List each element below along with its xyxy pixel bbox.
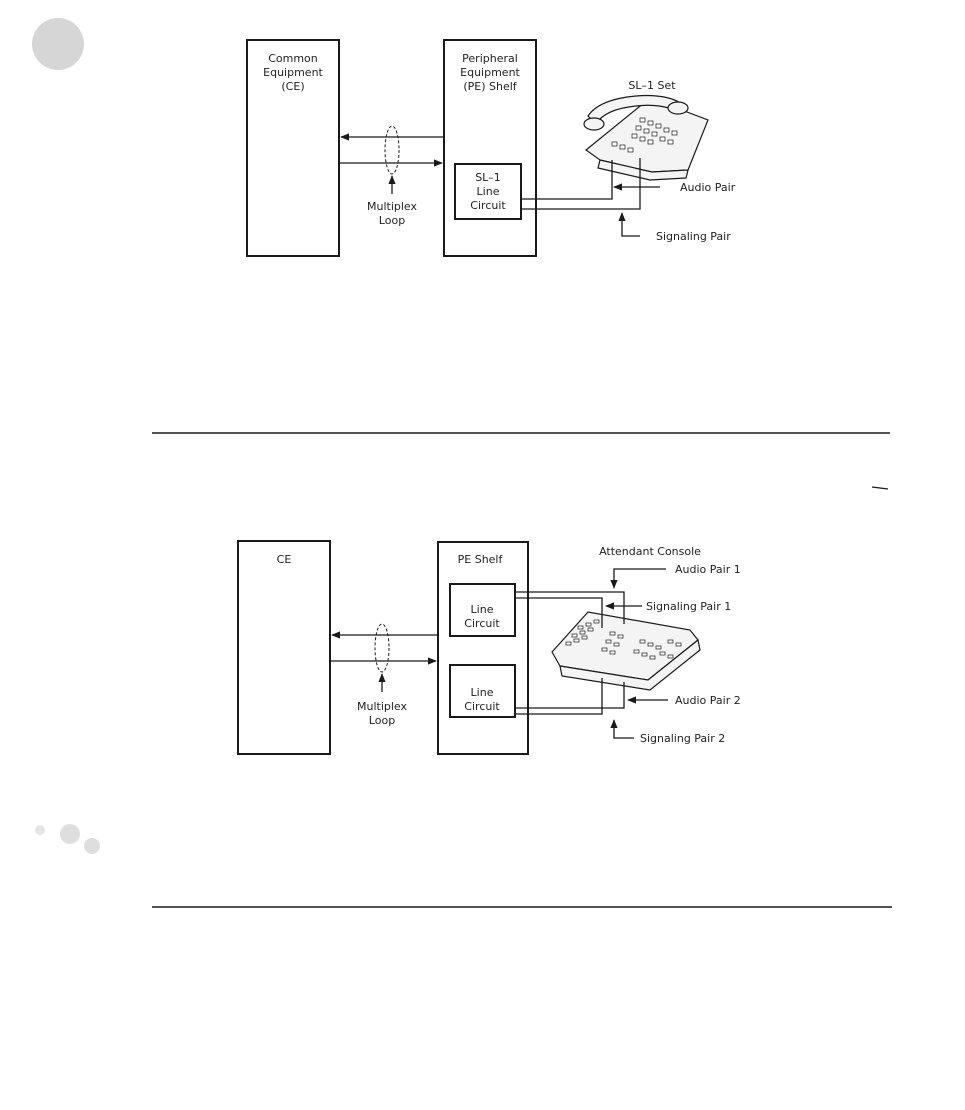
sl1-line-circuit-box <box>454 163 522 220</box>
edge-mark <box>871 486 889 490</box>
ce-box-label-line3: (CE) <box>281 80 304 93</box>
line-circuit-label-line1: SL–1 <box>475 171 501 184</box>
ce-box-label-line2: Equipment <box>263 66 323 79</box>
signaling-pair-1-label: Signaling Pair 1 <box>646 600 731 613</box>
signaling-pair-1-wire <box>515 597 603 628</box>
signaling-pair-arrow <box>618 212 640 237</box>
line-circuit-1-label-line1: Line <box>471 603 494 616</box>
multiplex-loop-ellipse <box>384 125 400 175</box>
ce-box-label: CE <box>277 553 292 566</box>
signaling-pair-2-label: Signaling Pair 2 <box>640 732 725 745</box>
figure-2: CE PE Shelf Line Circuit Line Circuit Mu… <box>237 540 741 755</box>
line-circuit-2-box <box>449 664 516 718</box>
line-circuit-2-label-line1: Line <box>471 686 494 699</box>
pe-shelf-box <box>443 39 537 257</box>
ce-box-label-line1: Common <box>268 52 318 65</box>
ce-box <box>246 39 340 257</box>
line-circuit-2-label-line2: Circuit <box>464 700 500 713</box>
line-circuit-label-line2: Line <box>477 185 500 198</box>
audio-pair-2-wire <box>515 682 625 709</box>
pe-box-label-line1: Peripheral <box>462 52 518 65</box>
multiplex-loop-ellipse <box>374 623 390 673</box>
signaling-pair-label: Signaling Pair <box>656 230 731 243</box>
pe-shelf-box <box>437 541 529 755</box>
multiplex-loop-label-line2: Loop <box>379 214 405 227</box>
pe-box-label: PE Shelf <box>458 553 504 566</box>
ce-box <box>237 540 331 755</box>
signaling-pair-2-wire <box>515 678 603 715</box>
sl1-telephone-icon <box>583 94 709 181</box>
signaling-pair-2-arrow <box>610 719 634 739</box>
pe-box-label-line2: Equipment <box>460 66 520 79</box>
multiplex-loop-label-line1: Multiplex <box>357 700 408 713</box>
audio-pair-1-label: Audio Pair 1 <box>675 563 741 576</box>
audio-pair-1-wire <box>515 591 625 624</box>
figure-1: Common Equipment (CE) Peripheral Equipme… <box>246 39 736 257</box>
scan-noise <box>32 18 100 854</box>
attendant-console-label: Attendant Console <box>599 545 701 558</box>
multiplex-loop-label-line1: Multiplex <box>367 200 418 213</box>
line-circuit-1-box <box>449 583 516 637</box>
attendant-console-icon <box>551 611 701 691</box>
pe-box-label-line3: (PE) Shelf <box>463 80 517 93</box>
audio-pair-2-label: Audio Pair 2 <box>675 694 741 707</box>
sl1-set-label: SL–1 Set <box>628 79 676 92</box>
signaling-pair-wire <box>521 158 641 210</box>
multiplex-loop-label-line2: Loop <box>369 714 395 727</box>
line-circuit-label-line3: Circuit <box>470 199 506 212</box>
audio-pair-label: Audio Pair <box>680 181 736 194</box>
audio-pair-wire <box>521 160 613 200</box>
audio-pair-1-arrow <box>610 568 666 589</box>
line-circuit-1-label-line2: Circuit <box>464 617 500 630</box>
